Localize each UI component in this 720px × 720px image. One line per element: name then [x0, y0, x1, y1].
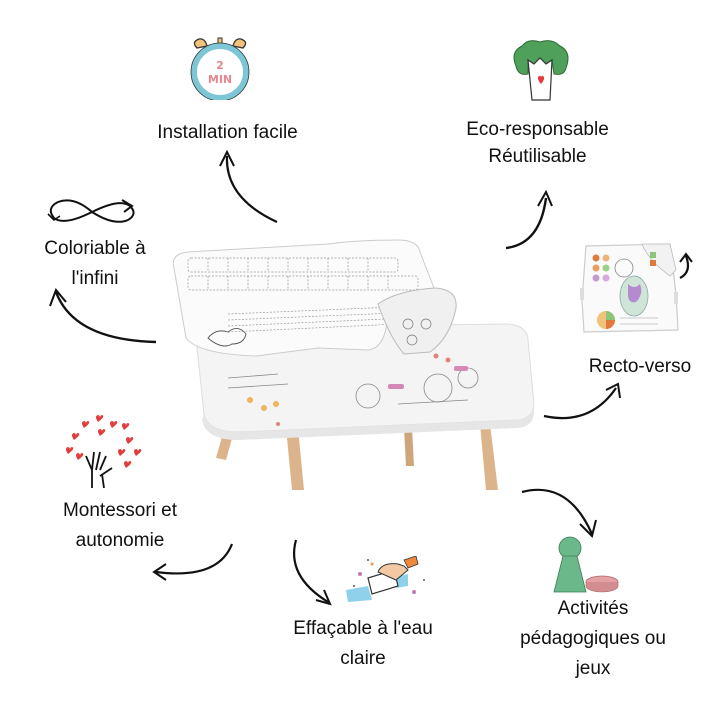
- label-line: claire: [340, 648, 386, 669]
- double-sided-mat-icon: [578, 240, 696, 336]
- feature-effacable-label: Effaçable à l'eau claire: [268, 614, 458, 674]
- label-line: pédagogiques ou: [520, 628, 666, 649]
- arrow-icon: [152, 543, 234, 581]
- arrow-icon: [292, 539, 332, 606]
- label-line: Coloriable à: [44, 238, 146, 259]
- label-line: l'infini: [71, 268, 119, 289]
- arrow-icon: [543, 382, 621, 420]
- hand-heart-tree-icon: [62, 412, 146, 488]
- label-line: Montessori et: [62, 500, 178, 521]
- label-text: Installation facile: [157, 122, 298, 143]
- product-table-image: [168, 228, 538, 496]
- svg-text:2: 2: [216, 59, 224, 72]
- feature-recto-verso-label: Recto-verso: [570, 352, 710, 382]
- feature-eco-label: Eco-responsable Réutilisable: [440, 116, 635, 170]
- label-text: Recto-verso: [588, 356, 692, 377]
- tree-heart-icon: [510, 38, 572, 104]
- sponge-cleaning-icon: [342, 556, 432, 606]
- stopwatch-icon: 2 MIN: [185, 36, 255, 100]
- feature-activites-label: Activités pédagogiques ou jeux: [498, 594, 688, 684]
- arrow-icon: [521, 488, 597, 538]
- feature-coloriable-label: Coloriable à l'infini: [25, 234, 165, 294]
- label-line: Réutilisable: [488, 146, 587, 167]
- arrow-icon: [505, 189, 553, 250]
- feature-installation-label: Installation facile: [130, 118, 325, 148]
- svg-text:MIN: MIN: [208, 73, 232, 86]
- game-pawn-icon: [550, 534, 630, 594]
- label-line: Activités: [557, 598, 629, 619]
- label-line: autonomie: [75, 530, 165, 551]
- arrow-icon: [219, 149, 278, 223]
- feature-montessori-label: Montessori et autonomie: [40, 496, 200, 556]
- label-line: Eco-responsable: [466, 119, 609, 140]
- infinity-icon: [44, 196, 140, 228]
- label-line: Effaçable à l'eau: [293, 618, 433, 639]
- arrow-icon: [49, 288, 157, 344]
- label-line: jeux: [575, 658, 611, 679]
